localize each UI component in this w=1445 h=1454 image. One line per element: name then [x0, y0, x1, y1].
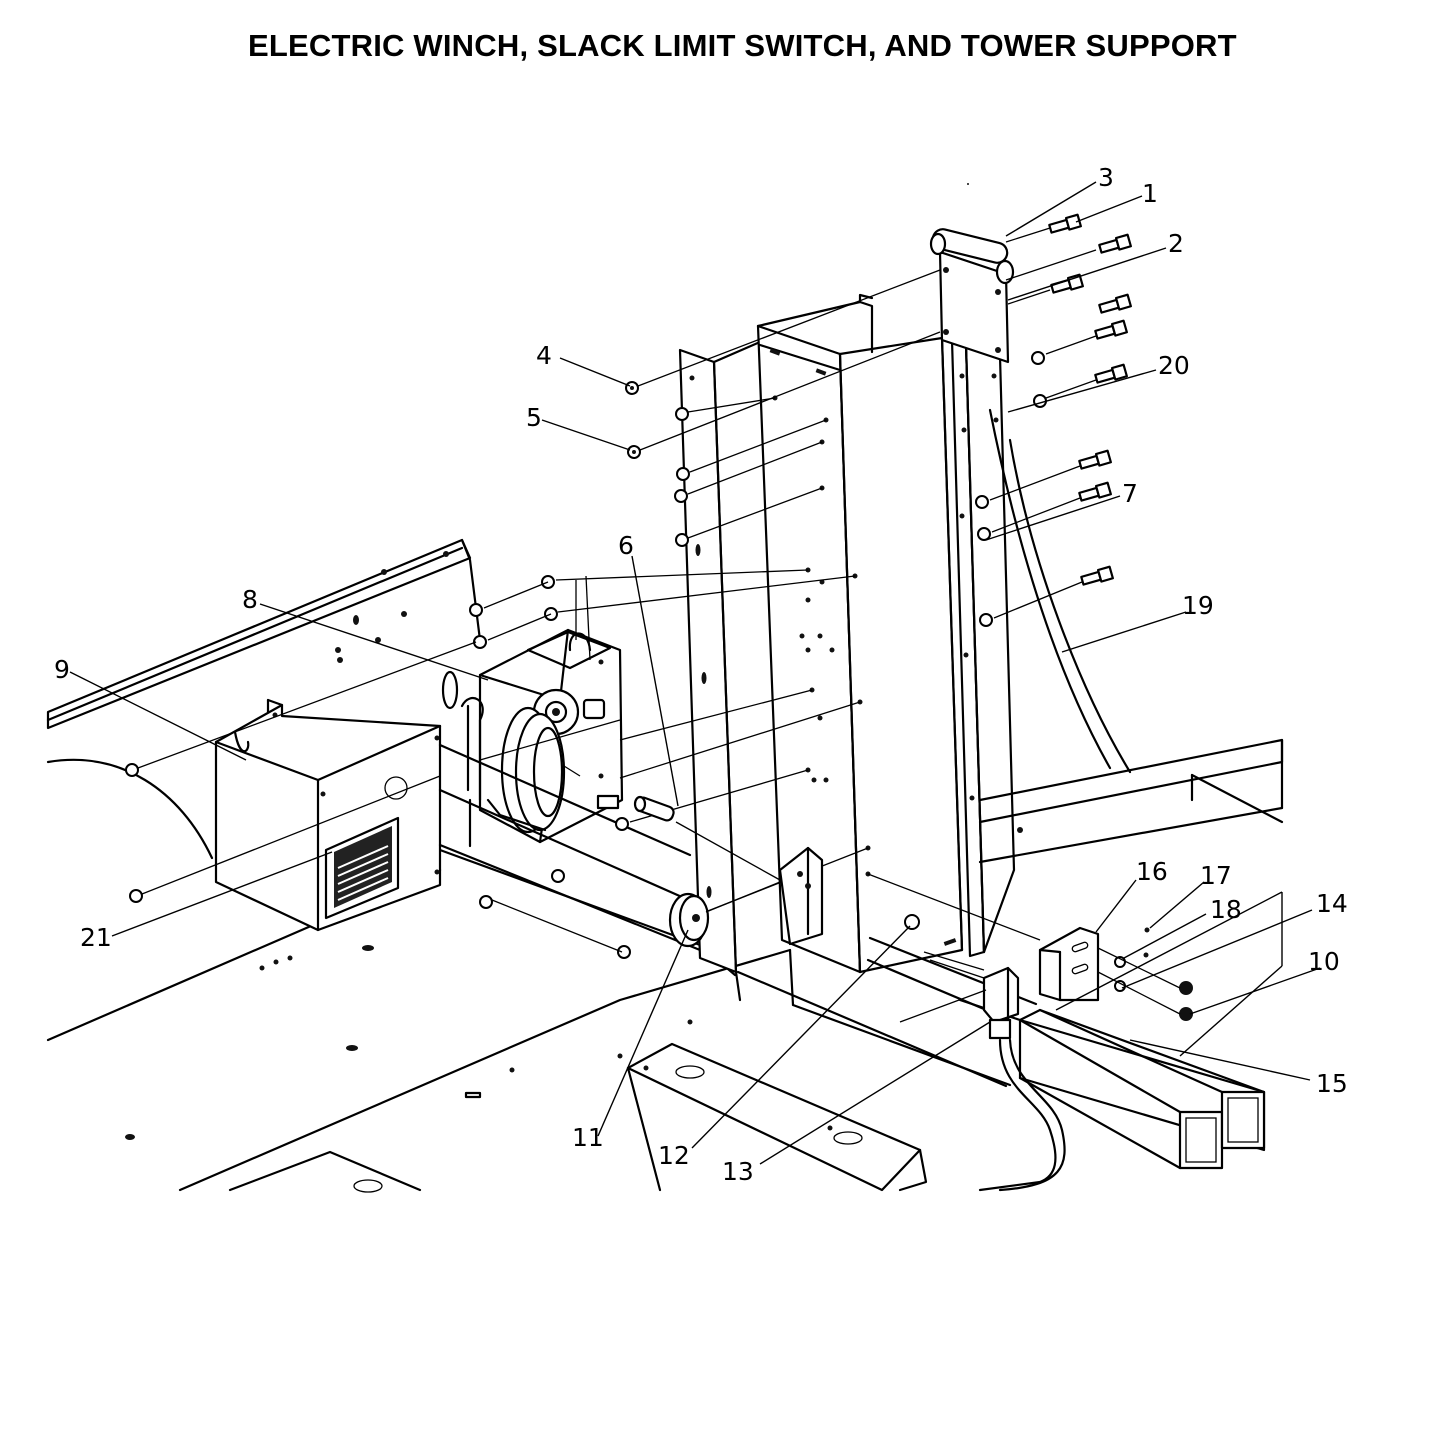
callout-1: 1	[1142, 179, 1158, 208]
leader-lines	[69, 181, 1321, 1165]
callout-12: 12	[658, 1141, 690, 1170]
warning-decal	[324, 816, 400, 920]
callout-10: 10	[1308, 947, 1340, 976]
callout-21: 21	[80, 923, 112, 952]
callout-8: 8	[242, 585, 258, 614]
winch-cover	[214, 698, 442, 932]
callout-19: 19	[1182, 591, 1214, 620]
callout-11: 11	[572, 1123, 604, 1152]
callout-numbers: 1 2 3 4 5 6 7 8 9 10 11 12 13 14 15 16 1…	[54, 163, 1348, 1186]
tower-top-cap	[929, 228, 1015, 364]
frame-rail-left	[46, 538, 482, 860]
callout-18: 18	[1210, 895, 1242, 924]
tower-rear-post	[950, 338, 1016, 958]
electric-winch	[441, 628, 624, 844]
callout-16: 16	[1136, 857, 1168, 886]
callout-9: 9	[54, 655, 70, 684]
cross-member	[626, 936, 1038, 1192]
callout-6: 6	[618, 531, 634, 560]
tower-support-brace	[978, 408, 1284, 864]
callout-3: 3	[1098, 163, 1114, 192]
pin	[633, 795, 781, 881]
hex-nuts-left	[125, 381, 690, 959]
callout-2: 2	[1168, 229, 1184, 258]
square-tube-rails	[958, 998, 1266, 1170]
sheave-bracket	[778, 846, 824, 946]
callout-5: 5	[526, 403, 542, 432]
switch-bracket	[904, 914, 1193, 1021]
winch-base-channel	[438, 743, 702, 952]
slack-limit-switch	[899, 951, 1066, 1192]
sheave-pulley	[668, 881, 781, 948]
tower-front-plate	[678, 340, 762, 974]
callout-13: 13	[722, 1157, 754, 1186]
callout-17: 17	[1200, 861, 1232, 890]
callout-20: 20	[1158, 351, 1190, 380]
callout-14: 14	[1316, 889, 1348, 918]
callout-4: 4	[536, 341, 552, 370]
assembly-axis-lines	[137, 227, 1097, 953]
callout-7: 7	[1122, 479, 1138, 508]
page-title: ELECTRIC WINCH, SLACK LIMIT SWITCH, AND …	[248, 28, 1237, 63]
callout-15: 15	[1316, 1069, 1348, 1098]
hex-bolts-right	[975, 213, 1132, 627]
